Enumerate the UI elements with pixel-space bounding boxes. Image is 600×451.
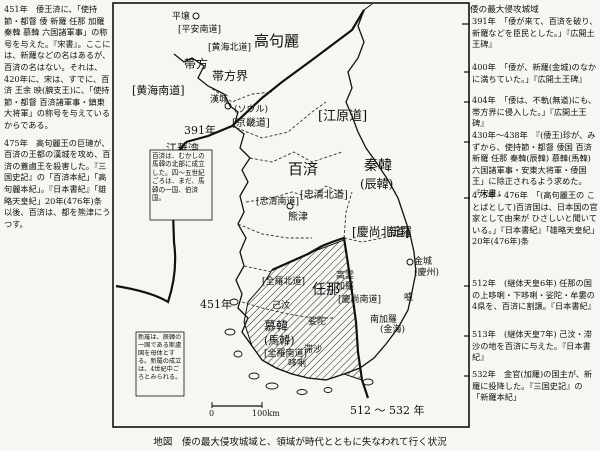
province-chungcheong-s: [忠清南道]	[256, 195, 299, 207]
left-notes: 451年 倭王済に、「使持節・都督 倭 新羅 任那 加羅 秦韓 慕韓 六国諸軍事…	[4, 4, 112, 236]
place-dari: 哆唎	[288, 357, 306, 369]
year-512-532: 512 ～ 532 年	[350, 403, 424, 417]
place-daifang-border: 帯方界	[212, 68, 248, 83]
province-chungcheong-n: [忠清北道]	[300, 188, 348, 201]
place-daifang: 帯方	[184, 56, 208, 71]
place-taesa: 滞沙	[304, 344, 322, 355]
province-hwanghae-n: [黄海北道]	[208, 41, 251, 53]
baekje-note-box	[149, 149, 213, 221]
place-seoul: (ソウル)	[234, 104, 268, 115]
label-goguryeo: 高句麗	[254, 32, 299, 50]
province-gyeongsang-s: [慶尚南道]	[338, 293, 381, 305]
coast-north	[363, 3, 373, 11]
right-note-512: 512年 (継体天皇6年) 任那の国の上哆唎・下哆唎・娑陀・牟婁の4県を、百済に…	[472, 278, 596, 312]
right-note-430: 430年～438年 『(倭王)珍が、みずから、使持節・都督 倭国 百済 新羅 任…	[472, 130, 596, 198]
silla-note-box	[135, 331, 185, 397]
place-gyeongju: (慶州)	[414, 266, 439, 278]
label-mimana: 任那	[312, 282, 340, 298]
place-giwen: 己汶	[272, 299, 290, 311]
place-hancheng: 漢城	[210, 93, 228, 105]
province-jeolla-n: [全羅北道]	[262, 275, 305, 287]
province-jeolla-s: [全羅南道]	[264, 347, 307, 359]
map-caption: 地図 倭の最大侵攻城域と、領域が時代とともに失なわれて行く状況	[153, 437, 447, 448]
baekje-note: 百済は、むかしの馬韓の北部に成立した。四～五世紀ごろは、まだ、馬韓の一国、伯済国…	[152, 152, 205, 203]
marker-geumseong	[406, 258, 414, 266]
marker-hancheng	[224, 102, 232, 110]
place-goryeong: 高霊	[336, 269, 354, 281]
province-hwanghae-s: [黄海南道]	[132, 83, 185, 97]
border-upper	[185, 9, 365, 144]
border-451	[115, 141, 187, 304]
province-gyeongsang-n: [慶尚北道]	[352, 225, 409, 239]
province-gangwon: [江原道]	[318, 109, 367, 124]
label-baekje: 百済	[288, 160, 318, 178]
scale-zero: 0	[209, 409, 214, 418]
left-note-451: 451年 倭王済に、「使持節・都督 倭 新羅 任那 加羅 秦韓 慕韓 六国諸軍事…	[4, 4, 111, 130]
silla-note: 新羅は、辰韓の一国である斯盧国を母体とする。新羅の成立は、4世紀中ごろとみられる…	[138, 334, 182, 381]
baekje-note-fo: 百済は、むかしの馬韓の北部に成立した。四～五世紀ごろは、まだ、馬韓の一国、伯済国…	[152, 152, 205, 203]
map-frame	[112, 2, 470, 428]
year-451: 451年	[200, 297, 232, 311]
silla-note-fo: 新羅は、辰韓の一国である斯盧国を母体とする。新羅の成立は、4世紀中ごろとみられる…	[138, 334, 182, 381]
province-gyeonggi: [京畿道]	[232, 116, 270, 129]
place-sata: 娑陀	[308, 315, 326, 327]
right-note-391: 391年 「倭が来て、百済を破り、新羅などを臣民とした。」『広開土王碑』	[472, 16, 598, 50]
right-note-400: 400年 「倭が、新羅(金城)のなかに満ちていた。」『広開土王碑』	[472, 62, 597, 84]
marker-ungjin	[286, 202, 294, 210]
right-note-513: 513年 (継体天皇7年) 己汶・滞沙の地を百済に与えた。『日本書紀』	[472, 329, 592, 363]
label-mahan-alt: (馬韓)	[264, 334, 295, 347]
right-note-475: 475年・476年 「(高句麗王の ことばとして)百済国は、日本国の官家として由…	[472, 190, 598, 247]
place-ungjin: 熊津	[288, 210, 308, 223]
year-391: 391年	[184, 123, 216, 137]
right-panel-title: 倭の最大侵攻城域	[470, 5, 539, 15]
right-note-532: 532年 金官(加羅)の国主が、新羅に投降した。『三国史記』の「新羅本紀」	[472, 369, 593, 403]
scale-bar: 0 100km	[209, 402, 280, 418]
province-pyongan-s: [平安南道]	[178, 23, 221, 35]
place-gaya-south: 南加羅	[370, 313, 397, 325]
marker-pyongyang	[192, 12, 200, 20]
place-geumseong: 金城	[414, 255, 432, 267]
label-mahan: 慕韓	[264, 319, 288, 333]
label-jinhan-alt: (辰韓)	[360, 177, 393, 191]
leader-lines	[462, 23, 470, 377]
label-silla: 新羅	[388, 224, 412, 239]
place-gimhae: (金海)	[380, 323, 405, 335]
label-jinhan: 秦韓	[364, 158, 392, 174]
korea-map: 高句麗 百済 新羅 任那 秦韓 (辰韓) 慕韓 (馬韓) 平壌 帯方 帯方界 漢…	[112, 2, 470, 428]
place-gaya: 加羅	[336, 281, 354, 292]
left-note-475: 475年 高句麗王の巨璉が、百済の王都の漢城を攻め、百済の蓋鹵王を殺害した。『三…	[4, 137, 111, 229]
right-note-404: 404年 「倭は、不軌(無道)にも、帯方界に侵入した。」『広開土王碑』	[472, 95, 597, 129]
place-pyongyang: 平壌	[172, 10, 190, 22]
mimana-region	[243, 239, 363, 381]
scale-max: 100km	[252, 409, 280, 418]
place-weosan: 嚧	[404, 291, 413, 303]
